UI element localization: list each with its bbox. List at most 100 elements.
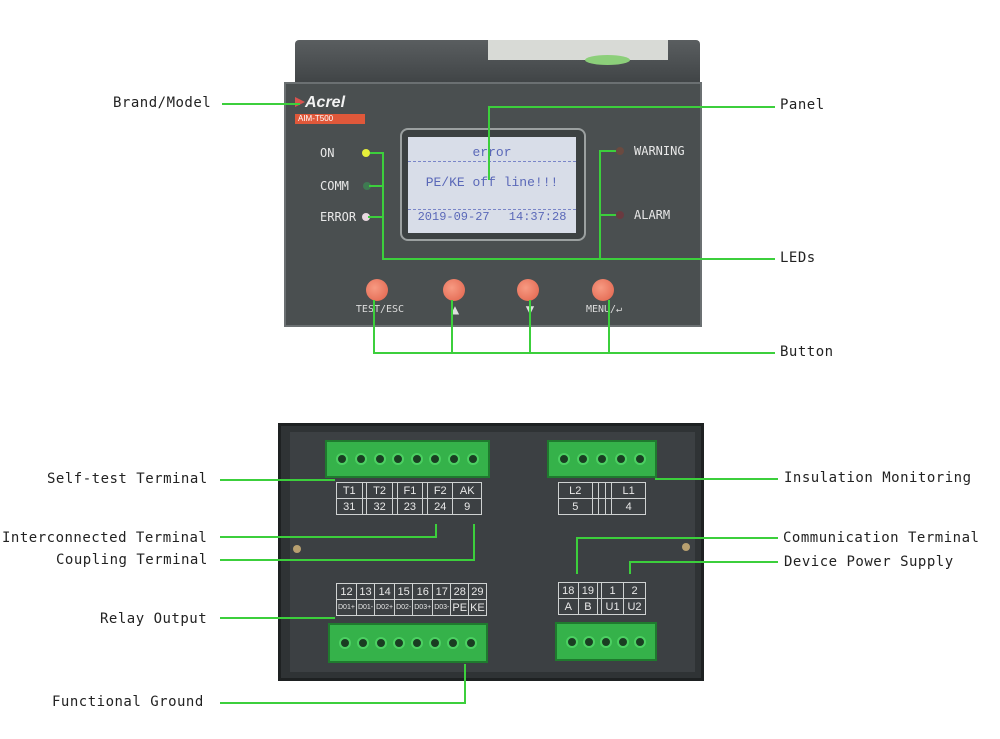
model-label: AIM-T500 [295, 114, 365, 124]
terminal-pin-icon [411, 637, 423, 649]
callout-power: Device Power Supply [784, 554, 954, 570]
lcd-date: 2019-09-27 [417, 210, 490, 224]
led-alarm [616, 211, 624, 219]
down-button[interactable] [517, 279, 539, 301]
terminal-cell: 23 [396, 498, 424, 515]
terminal-cell: 16 [412, 583, 434, 600]
leds-callout-line [370, 152, 775, 260]
callout-self-test: Self-test Terminal [47, 471, 208, 487]
test-esc-button[interactable] [366, 279, 388, 301]
case-sticker [488, 40, 668, 60]
terminal-cell: U2 [623, 598, 646, 615]
terminal-cell: 29 [468, 583, 487, 600]
lcd-title: error [408, 145, 576, 162]
menu-enter-button[interactable] [592, 279, 614, 301]
terminal-pin-icon [633, 453, 646, 465]
power-callout-line [629, 561, 778, 574]
led-label-error: ERROR [320, 210, 357, 224]
callout-ground: Functional Ground [52, 694, 204, 710]
communication-callout-line [576, 537, 778, 574]
terminal-pin-icon [577, 453, 590, 465]
led-error [362, 213, 370, 221]
callout-relay: Relay Output [100, 611, 208, 627]
terminal-pin-icon [599, 635, 612, 648]
screw-hole-icon [682, 543, 690, 551]
power-comm-connector [555, 622, 657, 661]
terminal-cell: 31 [336, 498, 363, 515]
terminal-pin-icon [595, 453, 608, 465]
relay-connector [328, 623, 488, 663]
test-esc-label: TEST/ESC [355, 304, 405, 315]
terminal-pin-icon [354, 453, 367, 465]
case-mark [585, 55, 630, 65]
terminal-cell: F2 [426, 482, 454, 499]
up-arrow-icon: ▲ [450, 302, 460, 318]
insulation-connector [547, 440, 657, 478]
terminal-pin-icon [634, 635, 647, 648]
terminal-pin-icon [336, 453, 349, 465]
ground-callout-line [220, 664, 466, 704]
coupling-callout-line [220, 524, 475, 561]
terminal-cell: 15 [394, 583, 414, 600]
callout-communication: Communication Terminal [783, 530, 980, 546]
led-on [362, 149, 370, 157]
terminal-pin-icon [373, 453, 386, 465]
menu-enter-label: MENU/↵ [585, 304, 623, 315]
terminal-pin-icon [614, 453, 627, 465]
interconnected-callout-line [220, 524, 437, 538]
terminal-cell: L2 [558, 482, 593, 499]
terminal-pin-icon [393, 637, 405, 649]
terminal-cell: D03- [432, 599, 452, 616]
terminal-cell: AK [452, 482, 482, 499]
led-label-warning: WARNING [634, 144, 685, 158]
callout-insulation: Insulation Monitoring [784, 470, 972, 486]
terminal-cell: 17 [432, 583, 452, 600]
terminal-cell: B [577, 598, 599, 615]
terminal-cell: 32 [366, 498, 393, 515]
callout-button: Button [780, 344, 834, 360]
terminal-row: L2 L1 [558, 482, 646, 499]
terminal-pin-icon [429, 637, 441, 649]
button-callout-line [373, 300, 775, 354]
callout-brand-model: Brand/Model [113, 95, 212, 111]
up-button[interactable] [443, 279, 465, 301]
led-label-comm: COMM [320, 179, 349, 193]
callout-coupling: Coupling Terminal [56, 552, 208, 568]
terminal-pin-icon [558, 453, 571, 465]
led-warning [616, 147, 624, 155]
terminal-pin-icon [410, 453, 423, 465]
terminal-cell: D01- [355, 599, 376, 616]
terminal-cell: L1 [611, 482, 646, 499]
terminal-cell: 13 [355, 583, 376, 600]
callout-leds: LEDs [780, 250, 816, 266]
terminal-pin-icon [375, 637, 387, 649]
terminal-pin-icon [429, 453, 442, 465]
terminal-pin-icon [448, 453, 461, 465]
lcd-time: 14:37:28 [508, 210, 567, 224]
callout-panel: Panel [780, 97, 825, 113]
terminal-cell: 5 [558, 498, 593, 515]
brand-logo-icon [295, 97, 305, 107]
panel-callout-line [488, 106, 775, 180]
terminal-cell: 28 [450, 583, 470, 600]
terminal-cell: KE [468, 599, 487, 616]
terminal-pin-icon [357, 637, 369, 649]
terminal-cell: 19 [577, 582, 599, 599]
lcd-screen: error PE/KE off line!!! 2019-09-27 14:37… [408, 137, 576, 233]
led-label-on: ON [320, 146, 335, 160]
terminal-pin-icon [392, 453, 405, 465]
lcd-message: PE/KE off line!!! [425, 175, 559, 190]
self-test-connector [325, 440, 490, 478]
terminal-cell: PE [450, 599, 470, 616]
